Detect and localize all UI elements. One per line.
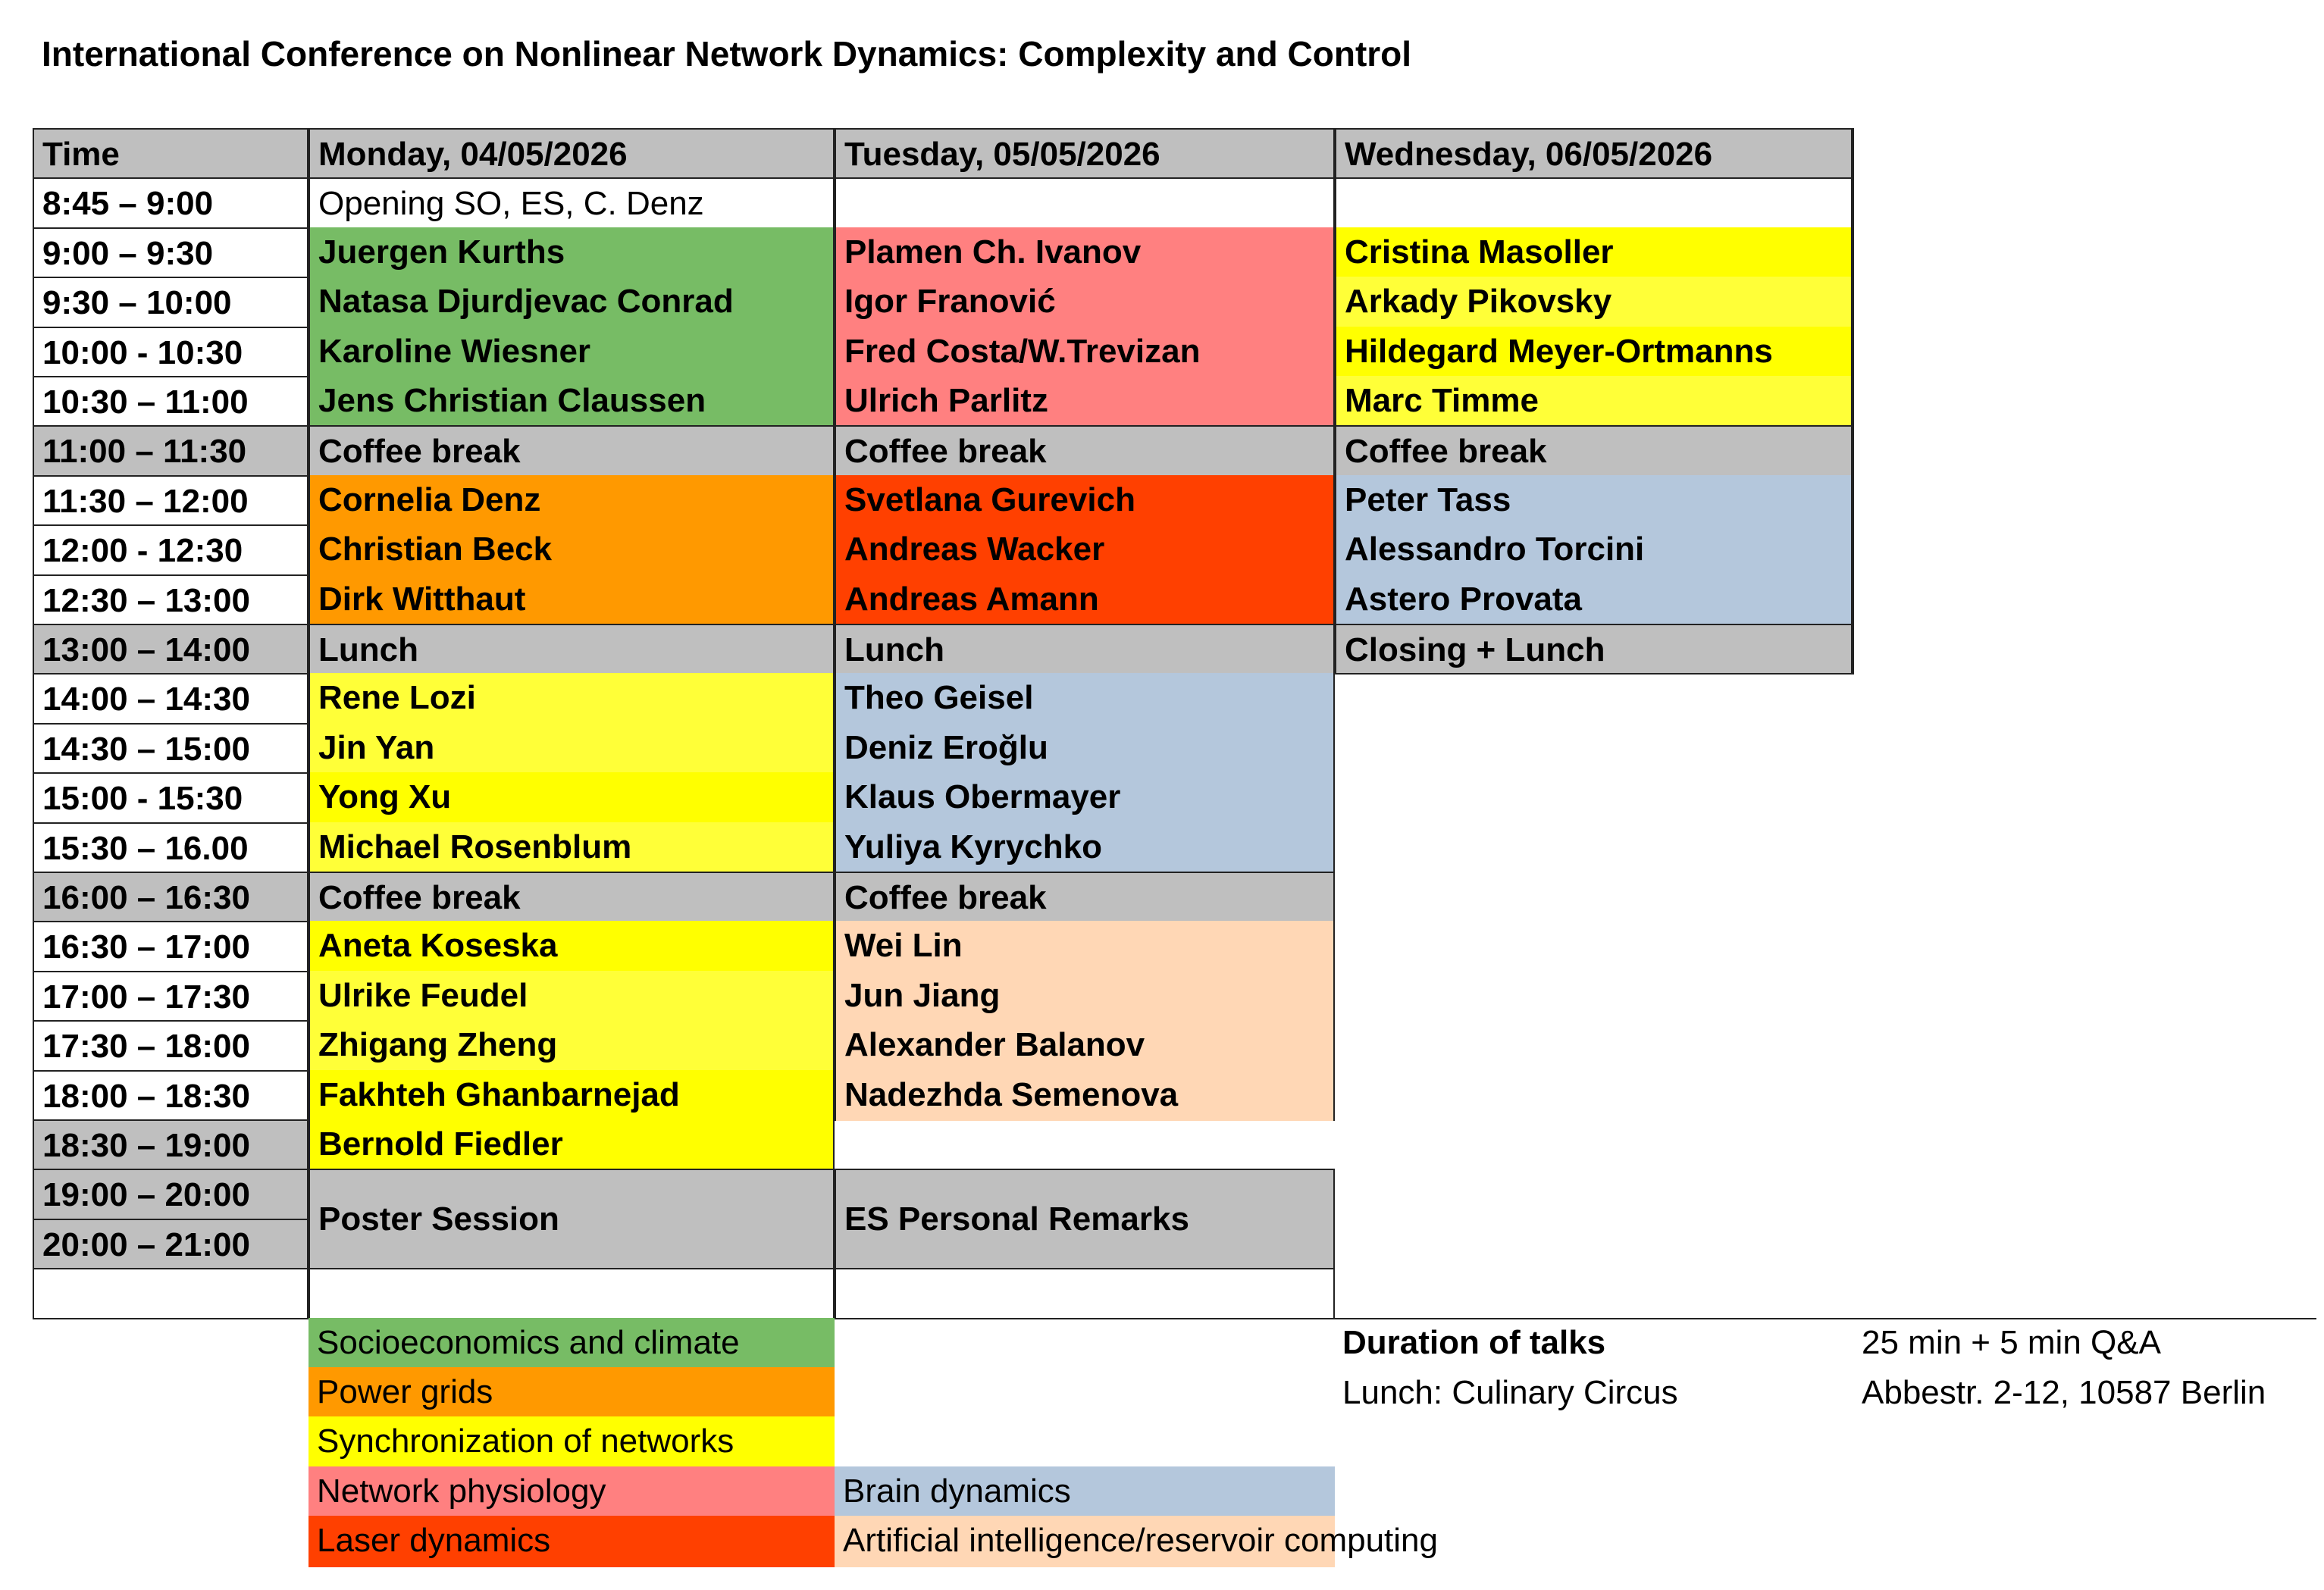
- talk-cell: Hildegard Meyer-Ortmanns: [1335, 326, 1854, 377]
- time-slot: 11:00 – 11:30: [33, 425, 309, 477]
- time-slot: 15:30 – 16.00: [33, 822, 309, 873]
- column-header-tue: Tuesday, 05/05/2026: [835, 128, 1335, 180]
- column-header-wed: Wednesday, 06/05/2026: [1335, 128, 1854, 180]
- time-slot: 13:00 – 14:00: [33, 624, 309, 675]
- talk-cell: Karoline Wiesner: [309, 326, 835, 377]
- time-slot: 10:30 – 11:00: [33, 376, 309, 427]
- talk-cell: Wei Lin: [835, 921, 1335, 972]
- lunch-label: Lunch: Culinary Circus: [1342, 1374, 1678, 1411]
- time-slot: 14:00 – 14:30: [33, 673, 309, 725]
- time-slot: 15:00 - 15:30: [33, 772, 309, 824]
- talk-cell: Plamen Ch. Ivanov: [835, 227, 1335, 279]
- session-cell: Coffee break: [1335, 425, 1854, 477]
- time-slot: [33, 1268, 309, 1319]
- column-header-mon: Monday, 04/05/2026: [309, 128, 835, 180]
- talk-cell: Jun Jiang: [835, 970, 1335, 1022]
- time-slot: 16:30 – 17:00: [33, 921, 309, 972]
- session-cell: [835, 177, 1335, 229]
- page-title: International Conference on Nonlinear Ne…: [42, 34, 1412, 74]
- talk-cell: Deniz Eroğlu: [835, 722, 1335, 775]
- talk-cell: Zhigang Zheng: [309, 1020, 835, 1072]
- session-cell: [309, 1268, 835, 1319]
- talk-cell: Arkady Pikovsky: [1335, 277, 1854, 328]
- talk-cell: Andreas Wacker: [835, 524, 1335, 576]
- talk-cell: Juergen Kurths: [309, 227, 835, 279]
- talk-cell: Peter Tass: [1335, 474, 1854, 527]
- session-cell: Coffee break: [835, 872, 1335, 923]
- talk-cell: Rene Lozi: [309, 673, 835, 725]
- legend-item: Laser dynamics: [309, 1516, 835, 1567]
- talk-cell: Ulrich Parlitz: [835, 376, 1335, 427]
- time-slot: 9:30 – 10:00: [33, 277, 309, 328]
- talk-cell: Fakhteh Ghanbarnejad: [309, 1069, 835, 1121]
- session-cell: ES Personal Remarks: [835, 1169, 1335, 1270]
- talk-cell: Jin Yan: [309, 722, 835, 775]
- talk-cell: Fred Costa/W.Trevizan: [835, 326, 1335, 377]
- talk-cell: Dirk Witthaut: [309, 574, 835, 625]
- talk-cell: Christian Beck: [309, 524, 835, 576]
- session-cell: Coffee break: [309, 872, 835, 923]
- talk-cell: Alessandro Torcini: [1335, 524, 1854, 576]
- time-slot: 8:45 – 9:00: [33, 177, 309, 229]
- talk-cell: Cristina Masoller: [1335, 227, 1854, 279]
- talk-cell: Ulrike Feudel: [309, 970, 835, 1022]
- duration-value: 25 min + 5 min Q&A: [1862, 1324, 2161, 1361]
- time-slot: 12:00 - 12:30: [33, 524, 309, 576]
- talk-cell: Jens Christian Claussen: [309, 376, 835, 427]
- legend-item: Power grids: [309, 1367, 835, 1419]
- column-header-time: Time: [33, 128, 309, 180]
- time-slot: 16:00 – 16:30: [33, 872, 309, 923]
- time-slot: 9:00 – 9:30: [33, 227, 309, 279]
- session-cell: [1335, 177, 1854, 229]
- time-slot: 19:00 – 20:00: [33, 1169, 309, 1220]
- time-slot: 12:30 – 13:00: [33, 574, 309, 625]
- talk-cell: Alexander Balanov: [835, 1020, 1335, 1072]
- time-slot: 10:00 - 10:30: [33, 326, 309, 377]
- talk-cell: Cornelia Denz: [309, 474, 835, 527]
- legend-item: Brain dynamics: [835, 1466, 1335, 1518]
- duration-label: Duration of talks: [1342, 1324, 1606, 1361]
- talk-cell: Astero Provata: [1335, 574, 1854, 625]
- session-cell: Poster Session: [309, 1169, 835, 1270]
- session-cell: [835, 1268, 1335, 1319]
- divider: [1335, 1318, 2316, 1319]
- talk-cell: Klaus Obermayer: [835, 772, 1335, 824]
- talk-cell: Igor Franović: [835, 277, 1335, 328]
- talk-cell: Theo Geisel: [835, 673, 1335, 725]
- session-cell: Lunch: [835, 624, 1335, 675]
- legend-item: Socioeconomics and climate: [309, 1317, 835, 1369]
- time-slot: 17:30 – 18:00: [33, 1020, 309, 1072]
- time-slot: 18:00 – 18:30: [33, 1069, 309, 1121]
- session-cell: Closing + Lunch: [1335, 624, 1854, 675]
- lunch-address: Abbestr. 2-12, 10587 Berlin: [1862, 1374, 2266, 1411]
- time-slot: 11:30 – 12:00: [33, 474, 309, 527]
- talk-cell: Andreas Amann: [835, 574, 1335, 625]
- talk-cell: Aneta Koseska: [309, 921, 835, 972]
- time-slot: 20:00 – 21:00: [33, 1218, 309, 1270]
- session-cell: Coffee break: [835, 425, 1335, 477]
- talk-cell: Yong Xu: [309, 772, 835, 824]
- talk-cell: Svetlana Gurevich: [835, 474, 1335, 527]
- talk-cell: Natasa Djurdjevac Conrad: [309, 277, 835, 328]
- legend-item: Network physiology: [309, 1466, 835, 1518]
- legend-item: Synchronization of networks: [309, 1416, 835, 1468]
- time-slot: 14:30 – 15:00: [33, 722, 309, 775]
- talk-cell: Marc Timme: [1335, 376, 1854, 427]
- talk-cell: Nadezhda Semenova: [835, 1069, 1335, 1121]
- talk-cell: Yuliya Kyrychko: [835, 822, 1335, 873]
- time-slot: 18:30 – 19:00: [33, 1119, 309, 1171]
- session-cell: Opening SO, ES, C. Denz: [309, 177, 835, 229]
- legend-item: Artificial intelligence/reservoir comput…: [835, 1516, 1438, 1567]
- talk-cell: Michael Rosenblum: [309, 822, 835, 873]
- time-slot: 17:00 – 17:30: [33, 970, 309, 1022]
- session-cell: Coffee break: [309, 425, 835, 477]
- talk-cell: Bernold Fiedler: [309, 1119, 835, 1171]
- session-cell: Lunch: [309, 624, 835, 675]
